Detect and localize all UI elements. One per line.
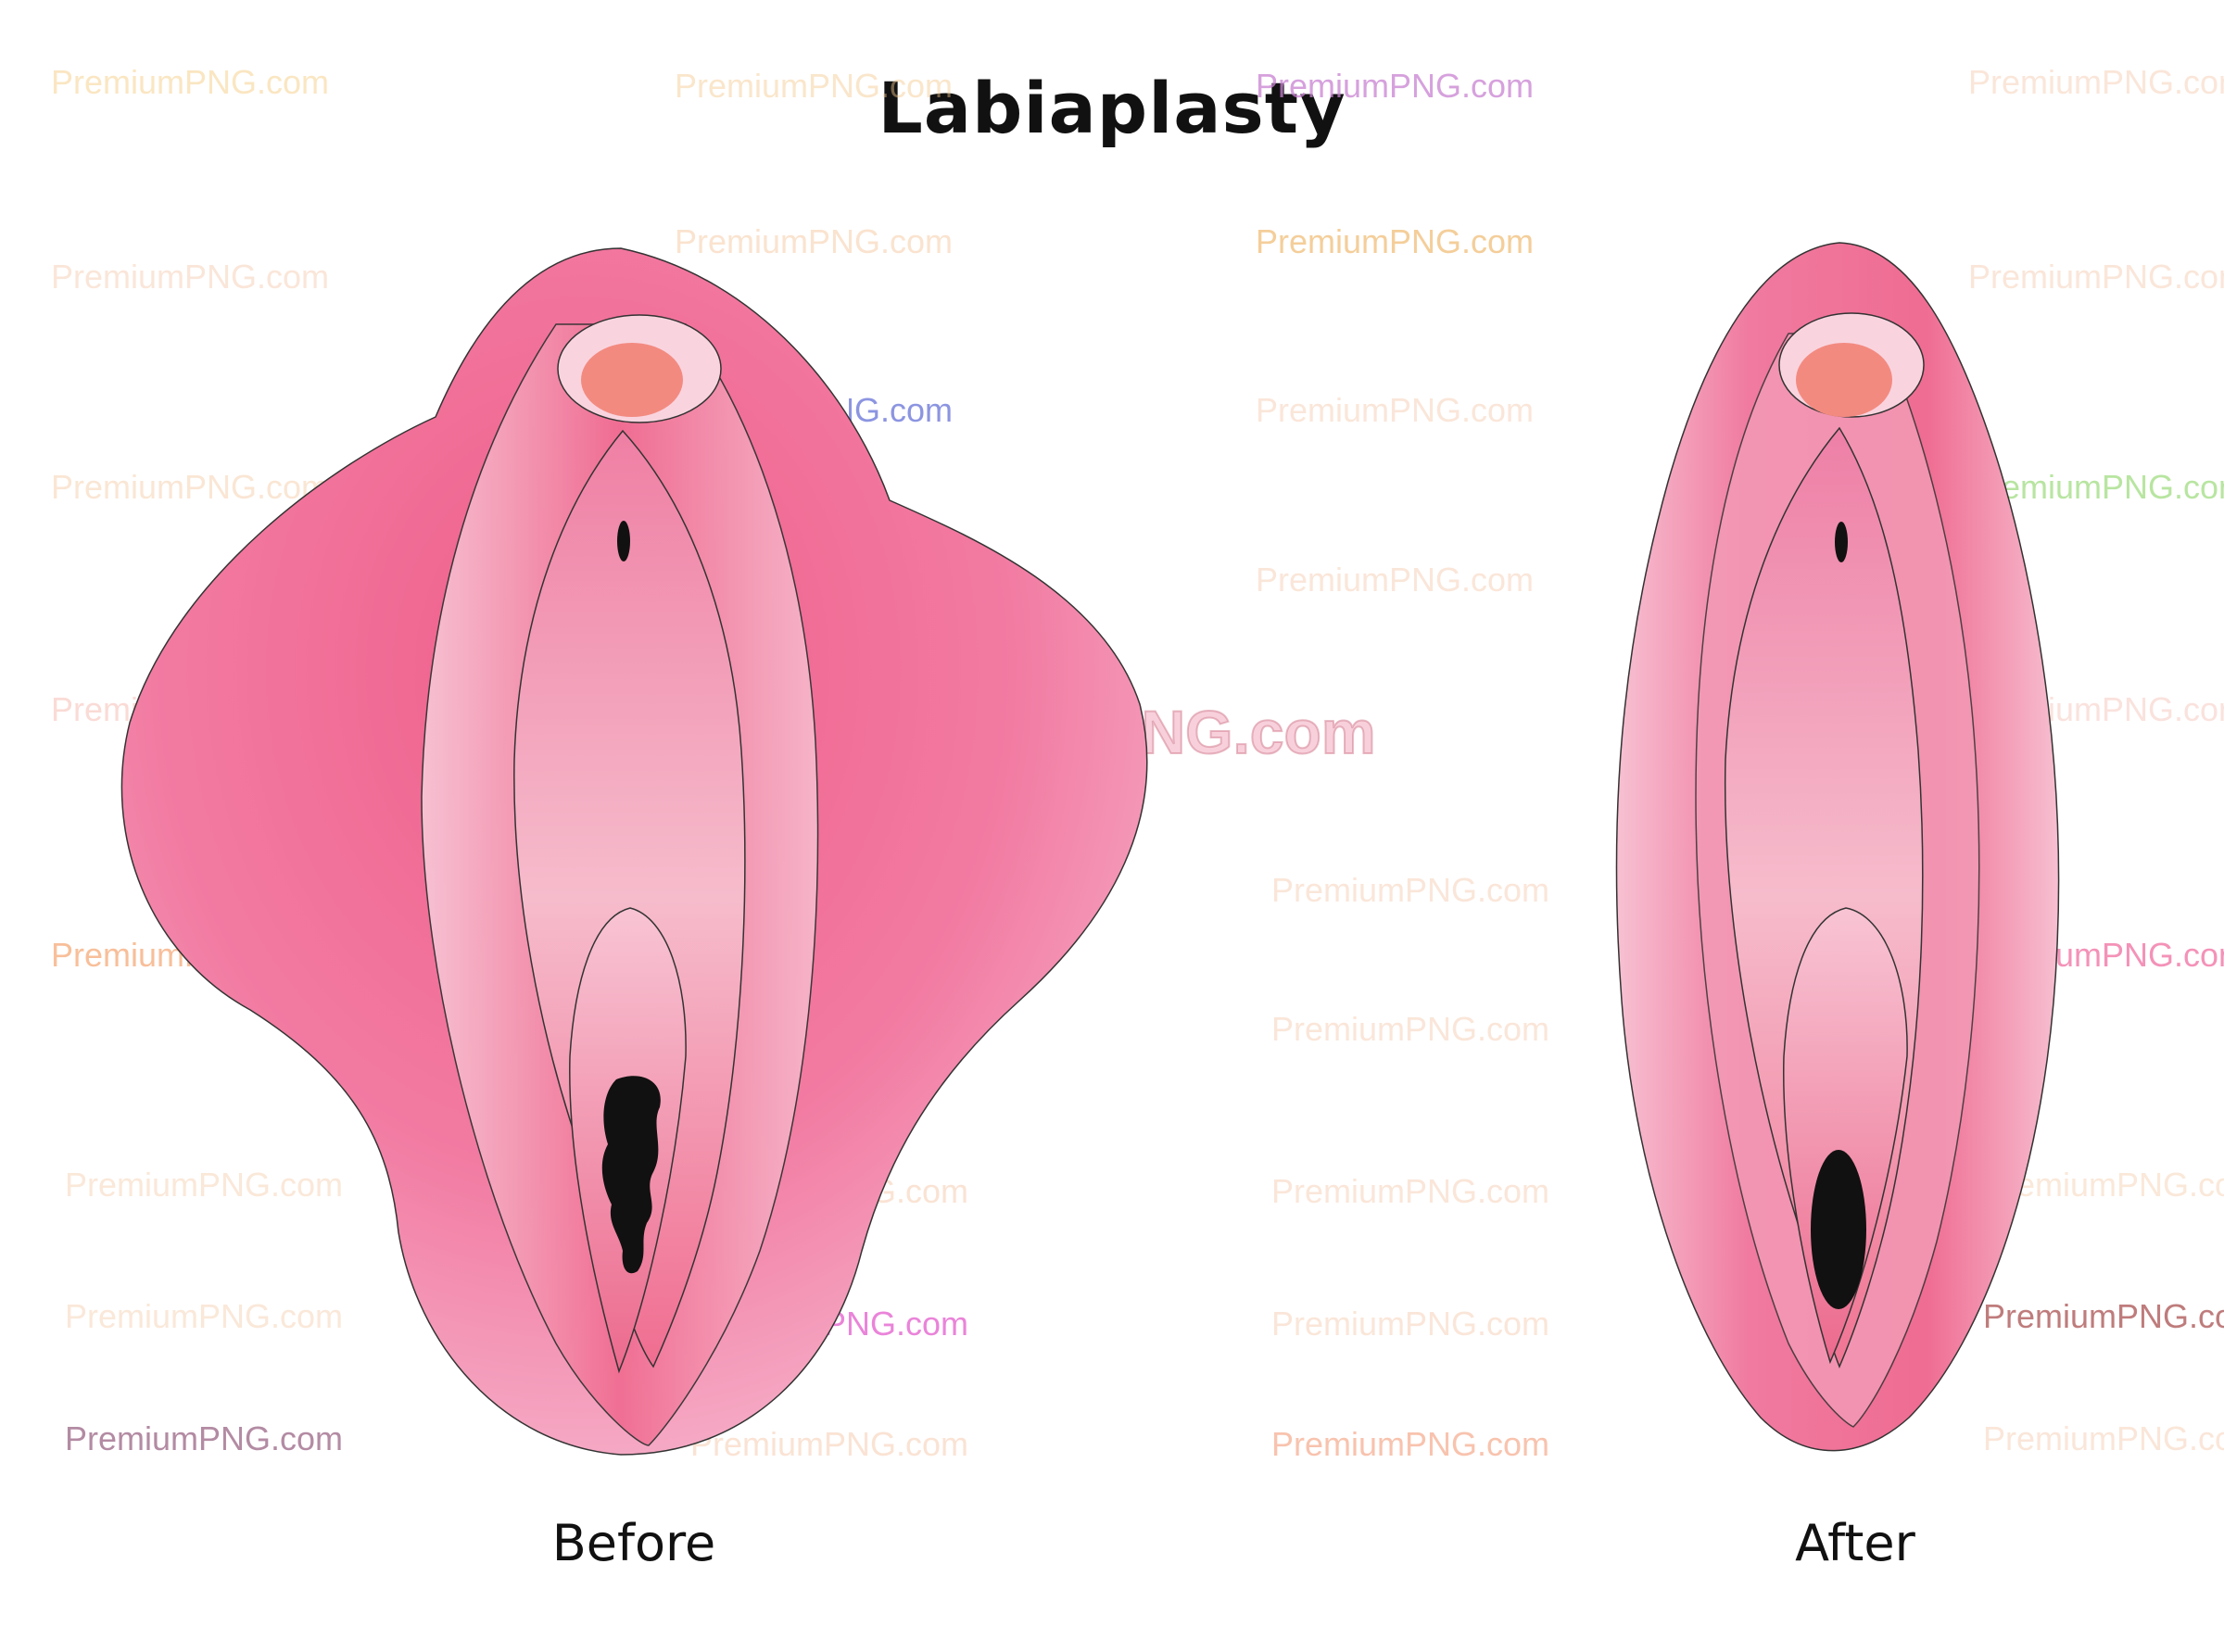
before-inner-labia: [513, 429, 746, 1368]
page-title: Labiaplasty: [878, 67, 1346, 149]
after-vaginal-opening: [1811, 1150, 1866, 1309]
before-clitoris: [581, 343, 683, 417]
before-vaginal-opening: [601, 1076, 661, 1274]
after-clitoris: [1796, 343, 1892, 417]
after-label: After: [1795, 1514, 1915, 1572]
before-label: Before: [551, 1514, 716, 1572]
before-urethra: [617, 521, 630, 561]
after-urethra: [1835, 522, 1848, 562]
